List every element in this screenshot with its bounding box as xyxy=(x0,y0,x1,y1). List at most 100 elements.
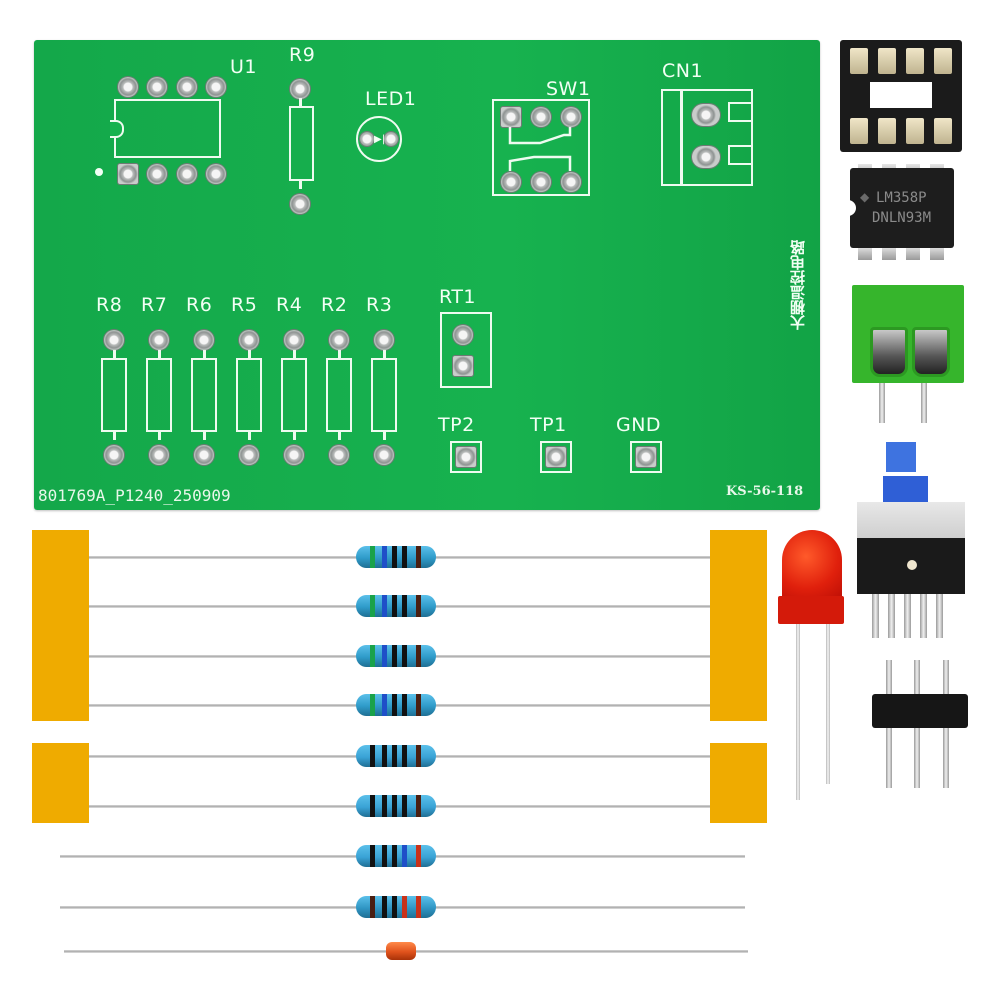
label-tp2: TP2 xyxy=(438,414,475,436)
label-r5: R5 xyxy=(231,294,258,316)
resistor xyxy=(356,896,436,918)
pad xyxy=(284,445,304,465)
sw1-schematic xyxy=(508,127,572,171)
lm358-ic: LM358P DNLN93M ◆ xyxy=(848,168,954,248)
pad xyxy=(290,79,310,99)
pad xyxy=(531,172,551,192)
pad xyxy=(104,330,124,350)
switch-cap[interactable] xyxy=(883,476,928,502)
rt1-outline xyxy=(440,312,492,388)
label-sw1: SW1 xyxy=(546,78,591,100)
cn1-mark xyxy=(728,145,753,165)
cn1-outline xyxy=(661,89,753,186)
resistor xyxy=(356,645,436,667)
color-band xyxy=(416,795,421,817)
tape-right-top xyxy=(710,530,767,721)
pin1-dot xyxy=(95,168,103,176)
resistor xyxy=(356,595,436,617)
switch-housing-top xyxy=(857,502,965,538)
color-band xyxy=(416,694,421,716)
pad xyxy=(546,447,566,467)
color-band xyxy=(382,694,387,716)
resistor-outline xyxy=(281,358,307,432)
color-band xyxy=(382,745,387,767)
color-band xyxy=(370,795,375,817)
pad xyxy=(239,330,259,350)
socket-window xyxy=(870,82,932,108)
r9-outline xyxy=(289,106,314,181)
color-band xyxy=(416,896,421,918)
color-band xyxy=(416,845,421,867)
pad xyxy=(692,104,720,126)
color-band xyxy=(382,795,387,817)
color-band xyxy=(402,745,407,767)
pad xyxy=(284,330,304,350)
color-band xyxy=(402,546,407,568)
pad xyxy=(501,107,521,127)
pad xyxy=(692,146,720,168)
color-band xyxy=(392,645,397,667)
u1-outline xyxy=(114,99,221,158)
color-band xyxy=(392,595,397,617)
led-rim xyxy=(778,596,844,624)
resistor xyxy=(356,694,436,716)
color-band xyxy=(416,645,421,667)
sw1-outline xyxy=(492,99,590,196)
label-gnd: GND xyxy=(616,414,662,436)
pad xyxy=(561,107,581,127)
pad xyxy=(501,172,521,192)
color-band xyxy=(402,845,407,867)
red-led xyxy=(782,530,842,596)
color-band xyxy=(402,694,407,716)
resistor-outline xyxy=(371,358,397,432)
pad xyxy=(329,445,349,465)
pad xyxy=(456,447,476,467)
resistor-outline xyxy=(101,358,127,432)
pad xyxy=(149,445,169,465)
pad xyxy=(636,447,656,467)
terminal-screw-icon xyxy=(870,327,908,377)
color-band xyxy=(370,694,375,716)
color-band xyxy=(370,546,375,568)
pad xyxy=(177,77,197,97)
resistor-outline xyxy=(236,358,262,432)
color-band xyxy=(392,896,397,918)
label-cn1: CN1 xyxy=(662,60,704,82)
cn1-divider xyxy=(680,89,683,186)
label-led1: LED1 xyxy=(365,88,417,110)
resistor xyxy=(356,845,436,867)
color-band xyxy=(392,845,397,867)
diode xyxy=(386,942,416,960)
cn1-mark xyxy=(728,102,753,122)
color-band xyxy=(392,694,397,716)
label-r3: R3 xyxy=(366,294,393,316)
pad xyxy=(561,172,581,192)
board-serial: 801769A_P1240_250909 xyxy=(38,486,231,505)
pad xyxy=(104,445,124,465)
pad xyxy=(149,330,169,350)
color-band xyxy=(392,745,397,767)
pad xyxy=(206,164,226,184)
pad xyxy=(147,77,167,97)
pad xyxy=(206,77,226,97)
label-u1: U1 xyxy=(230,56,257,78)
pad xyxy=(118,77,138,97)
ic-marking-line1: LM358P xyxy=(876,190,927,206)
dip8-socket xyxy=(840,40,962,152)
color-band xyxy=(370,645,375,667)
ti-logo-icon: ◆ xyxy=(860,190,870,204)
label-r9: R9 xyxy=(289,44,316,66)
color-band xyxy=(392,546,397,568)
pad xyxy=(194,445,214,465)
tape-left-bottom xyxy=(32,743,89,823)
terminal-block xyxy=(852,285,964,383)
r9-lead xyxy=(299,98,302,106)
tape-left-top xyxy=(32,530,89,721)
ic-marking-line2: DNLN93M xyxy=(872,210,932,226)
pad xyxy=(177,164,197,184)
resistor-outline xyxy=(191,358,217,432)
label-r2: R2 xyxy=(321,294,348,316)
tp2-outline xyxy=(450,441,482,473)
r9-lead xyxy=(299,181,302,189)
